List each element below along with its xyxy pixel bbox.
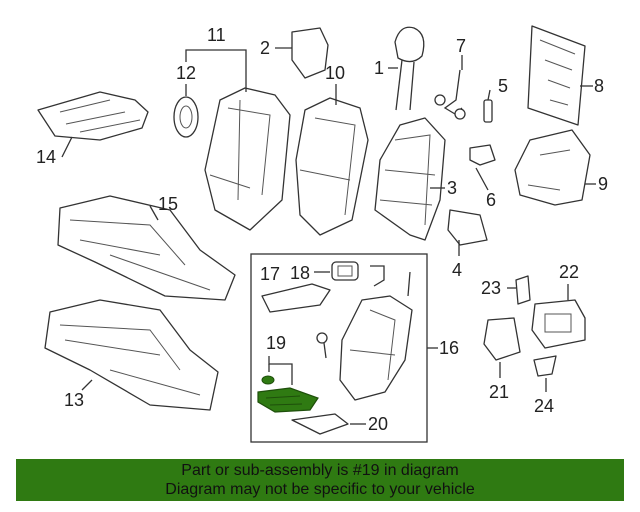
part-7-guide[interactable] <box>434 69 466 120</box>
part-5-clip[interactable] <box>483 99 493 123</box>
callout-22[interactable]: 22 <box>559 262 579 282</box>
callout-16[interactable]: 16 <box>439 338 459 358</box>
callout-8[interactable]: 8 <box>594 76 604 96</box>
leader-15 <box>149 205 159 221</box>
part-8-back-panel[interactable] <box>527 25 586 126</box>
callout-10[interactable]: 10 <box>325 63 345 83</box>
callout-6[interactable]: 6 <box>486 190 496 210</box>
leader-13 <box>81 379 93 391</box>
callout-3[interactable]: 3 <box>447 178 457 198</box>
info-banner: Part or sub-assembly is #19 in diagram D… <box>16 459 624 501</box>
callout-17[interactable]: 17 <box>260 264 280 284</box>
part-18-switch[interactable] <box>331 261 359 281</box>
callout-20[interactable]: 20 <box>368 414 388 434</box>
callout-11[interactable]: 11 <box>207 25 226 45</box>
callout-2[interactable]: 2 <box>260 38 270 58</box>
callout-13[interactable]: 13 <box>64 390 84 410</box>
part-12-emblem[interactable] <box>173 96 199 138</box>
callout-18[interactable]: 18 <box>290 263 310 283</box>
part-20-bracket[interactable] <box>291 413 349 435</box>
callout-24[interactable]: 24 <box>534 396 554 416</box>
part-6-bracket[interactable] <box>469 144 496 166</box>
part-21-plate[interactable] <box>483 317 521 361</box>
callout-15[interactable]: 15 <box>158 194 178 214</box>
part-3-frame[interactable] <box>374 117 446 241</box>
part-4-bracket[interactable] <box>447 209 488 246</box>
banner-line-1: Part or sub-assembly is #19 in diagram <box>181 462 459 479</box>
inset-bracket[interactable] <box>370 265 411 297</box>
part-22-module[interactable] <box>531 299 586 349</box>
callout-23[interactable]: 23 <box>481 278 501 298</box>
leader-11 <box>185 49 247 92</box>
leader-6 <box>475 167 489 191</box>
callout-7[interactable]: 7 <box>456 36 466 56</box>
part-11-backrest-cover[interactable] <box>204 87 291 231</box>
leader-5 <box>487 89 491 101</box>
part-15-cushion[interactable] <box>57 195 236 301</box>
callout-21[interactable]: 21 <box>489 382 509 402</box>
part-13-cushion-cover[interactable] <box>44 299 219 411</box>
part-14-mat[interactable] <box>37 91 149 141</box>
callout-19[interactable]: 19 <box>266 333 286 353</box>
part-2-cover[interactable] <box>291 27 329 79</box>
screw[interactable] <box>316 332 328 359</box>
callout-4[interactable]: 4 <box>452 260 462 280</box>
part-10-backrest-pad[interactable] <box>295 97 369 236</box>
part-16-side-trim[interactable] <box>339 295 413 401</box>
leader-19 <box>268 356 293 385</box>
callout-9[interactable]: 9 <box>598 174 608 194</box>
part-17-cover[interactable] <box>261 283 331 313</box>
part-24-bracket[interactable] <box>533 355 557 377</box>
callout-12[interactable]: 12 <box>176 63 196 83</box>
callout-14[interactable]: 14 <box>36 147 56 167</box>
part-19-highlighted[interactable] <box>257 375 319 413</box>
part-1-headrest[interactable] <box>394 26 425 111</box>
part-23-bracket[interactable] <box>515 275 531 305</box>
callout-1[interactable]: 1 <box>374 58 384 78</box>
leader-14 <box>61 136 73 158</box>
part-9-rear-cover[interactable] <box>514 129 591 206</box>
banner-line-2: Diagram may not be specific to your vehi… <box>165 481 475 498</box>
callout-5[interactable]: 5 <box>498 76 508 96</box>
